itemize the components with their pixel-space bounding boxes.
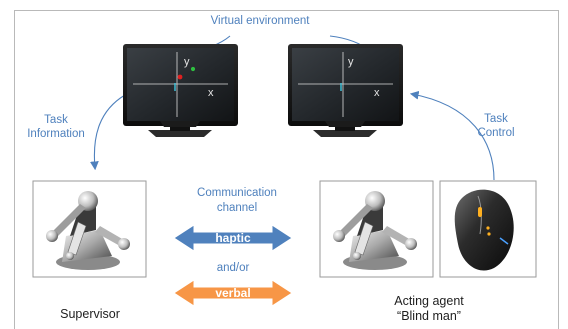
communication-line1: Communication xyxy=(197,187,277,199)
mouse-icon xyxy=(439,180,537,278)
haptic-device-icon xyxy=(319,180,434,278)
left-monitor-y-label: y xyxy=(184,56,190,68)
connector-task-control xyxy=(409,90,495,181)
task-information-line1: Task xyxy=(44,114,68,126)
verbal-arrow xyxy=(173,279,293,307)
connector-task-information xyxy=(90,94,126,171)
task-control-line2: Control xyxy=(477,127,514,139)
acting-agent-line2: “Blind man” xyxy=(397,309,461,323)
verbal-label: verbal xyxy=(215,286,250,300)
haptic-label: haptic xyxy=(215,231,251,245)
monitor-icon xyxy=(123,44,238,137)
right-monitor-x-label: x xyxy=(374,87,380,99)
supervisor-label: Supervisor xyxy=(60,307,120,321)
monitor-icon xyxy=(288,44,403,137)
virtual-environment-label: Virtual environment xyxy=(211,15,311,27)
left-monitor-x-label: x xyxy=(208,87,214,99)
right-monitor-y-label: y xyxy=(348,56,354,68)
task-control-line1: Task xyxy=(484,113,508,125)
task-information-line2: Information xyxy=(27,128,85,140)
and-or-label: and/or xyxy=(217,262,250,274)
haptic-arrow xyxy=(173,224,293,252)
haptic-device-icon xyxy=(32,180,147,278)
target-red xyxy=(177,74,183,80)
communication-line2: channel xyxy=(217,202,257,214)
target-green xyxy=(190,66,196,72)
acting-agent-line1: Acting agent xyxy=(394,294,464,308)
